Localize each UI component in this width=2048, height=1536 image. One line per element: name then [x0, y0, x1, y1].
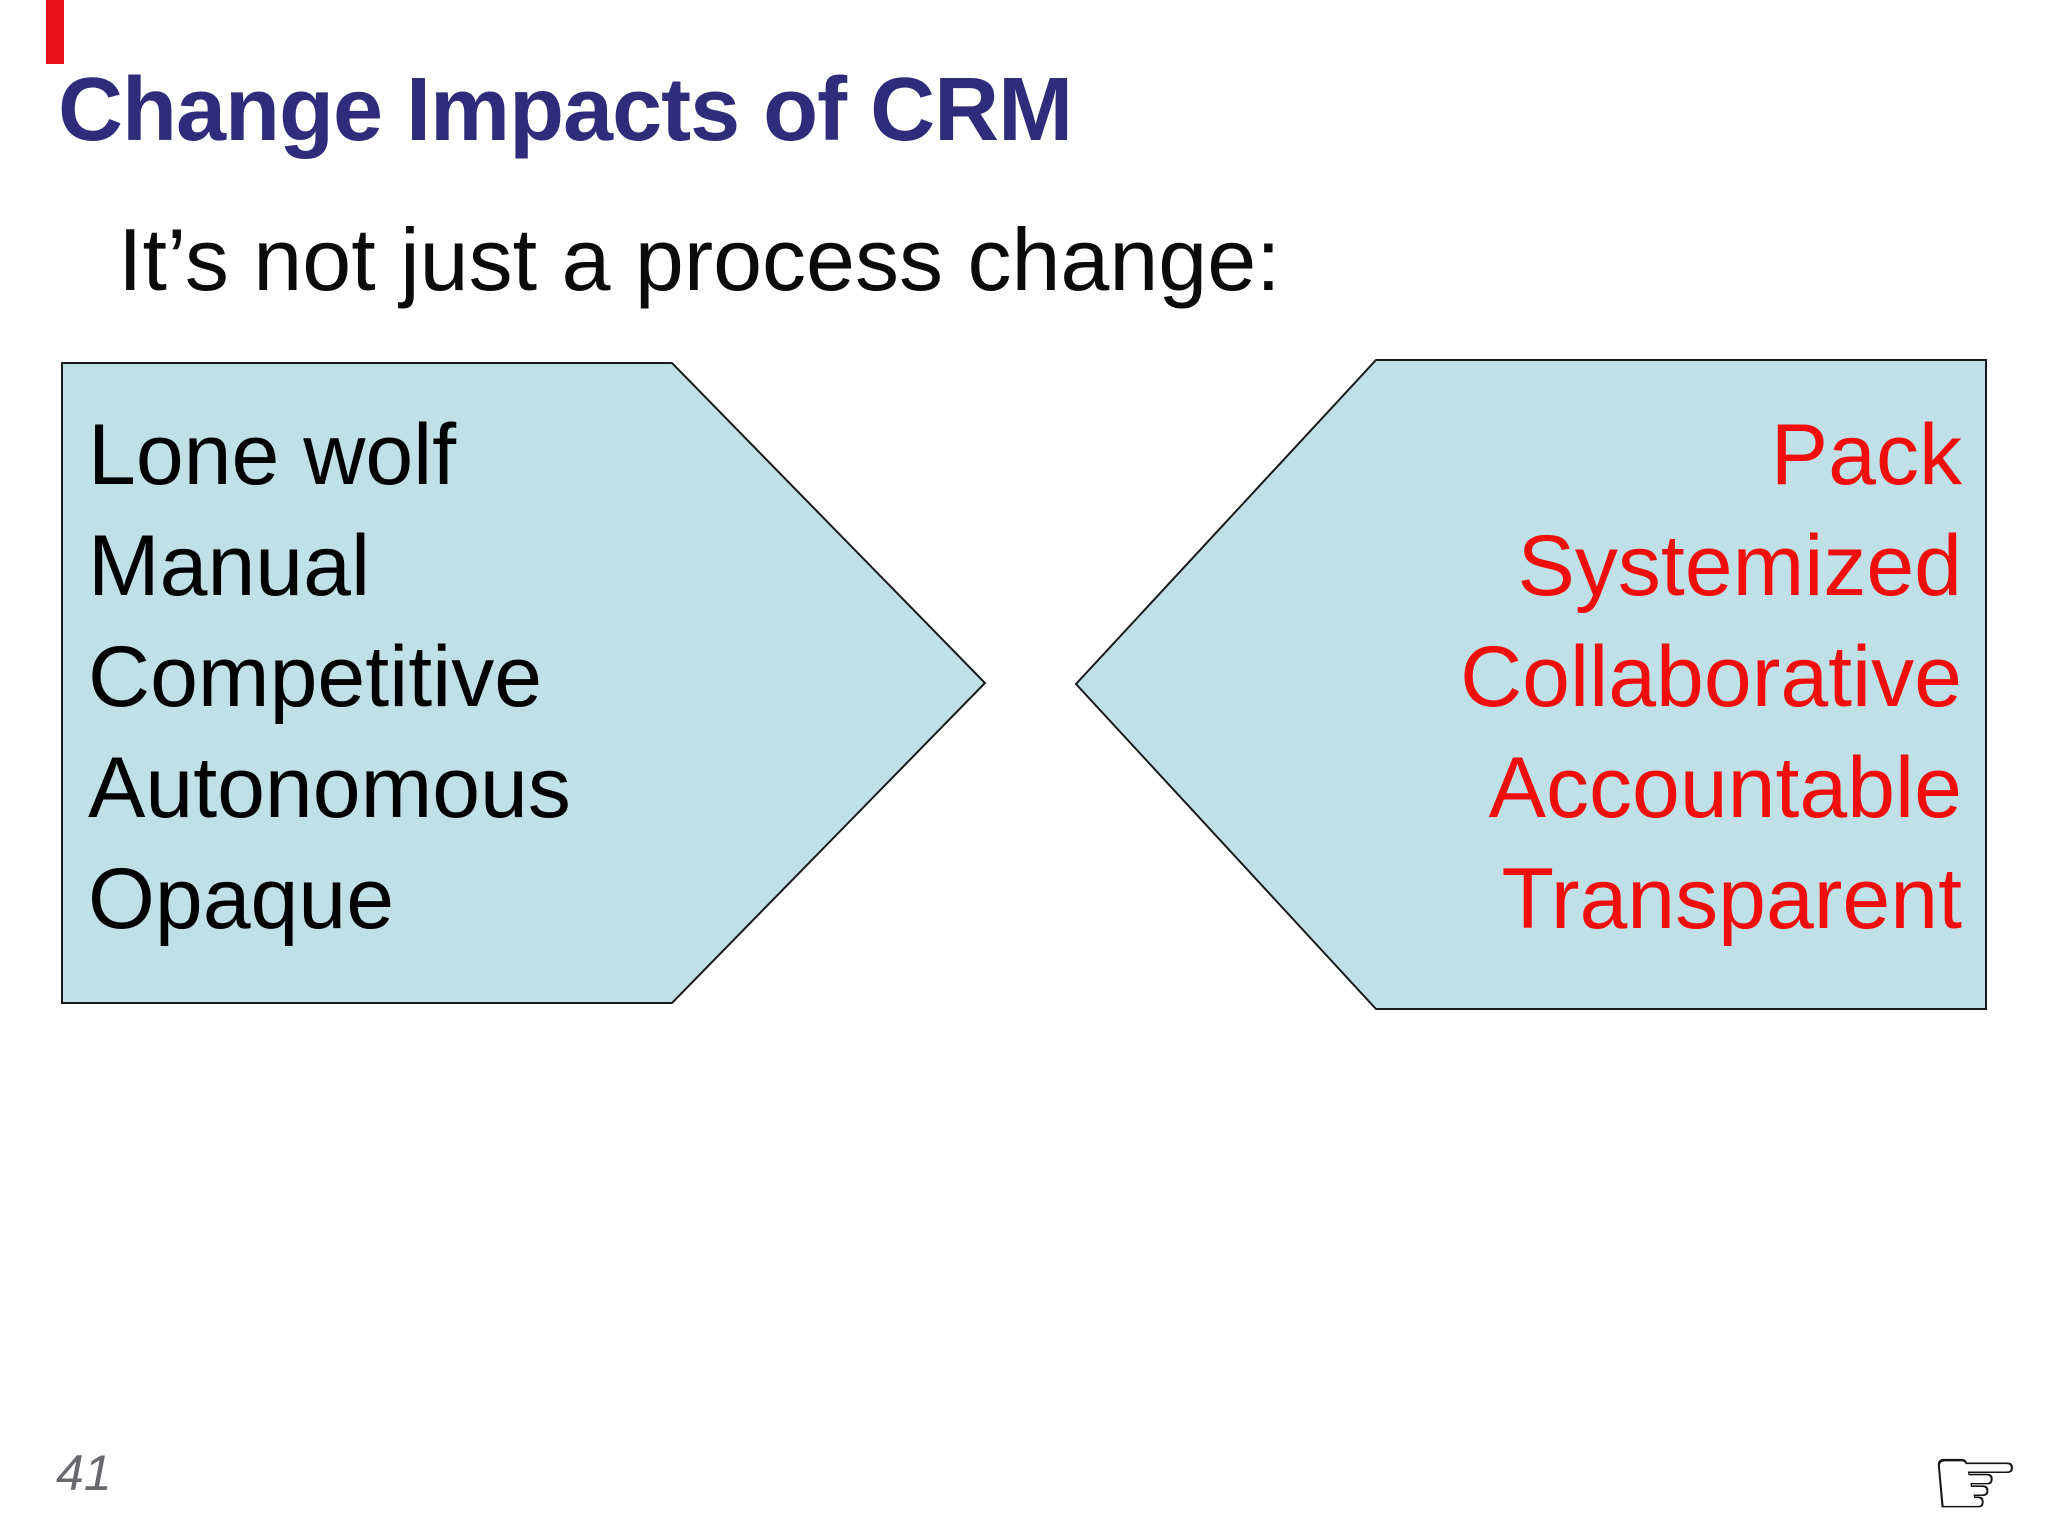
slide-subtitle: It’s not just a process change:	[118, 210, 1281, 309]
right-shape-item: Systemized	[1517, 518, 1963, 614]
right-shape-item: Accountable	[1488, 740, 1962, 836]
right-chevron-shape	[1074, 359, 1987, 1010]
right-shape-item: Collaborative	[1460, 629, 1962, 725]
left-shape-item: Competitive	[88, 629, 543, 725]
right-shape-item: Pack	[1770, 407, 1962, 503]
left-shape-item: Opaque	[88, 851, 395, 947]
left-shape-item: Lone wolf	[88, 407, 457, 503]
slide-title: Change Impacts of CRM	[58, 60, 1073, 160]
left-shape-item: Autonomous	[88, 740, 571, 836]
page-number: 41	[56, 1445, 112, 1501]
right-shape-text-list: Pack Systemized Collaborative Accountabl…	[1100, 400, 1962, 955]
left-chevron-shape	[61, 362, 987, 1004]
left-shape-item: Manual	[88, 518, 371, 614]
red-accent-bar	[46, 0, 64, 64]
pointing-hand-icon: ☞	[1928, 1421, 2022, 1536]
left-shape-text-list: Lone wolf Manual Competitive Autonomous …	[88, 400, 571, 955]
right-shape-item: Transparent	[1501, 851, 1963, 947]
